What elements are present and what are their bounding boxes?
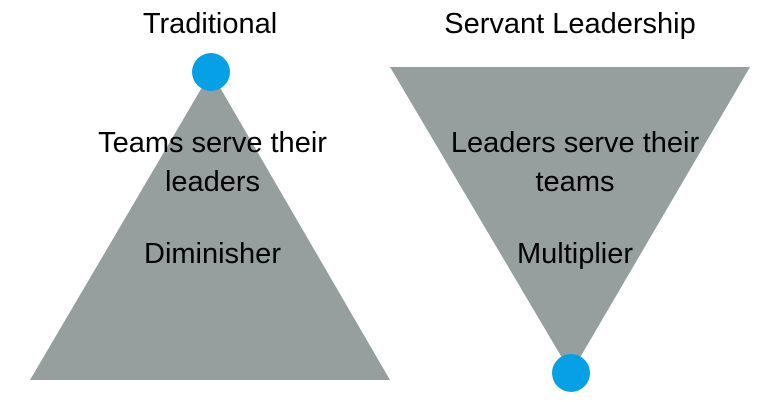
traditional-statement: Teams serve their leaders — [40, 124, 385, 202]
traditional-label: Diminisher — [144, 238, 281, 270]
servant-statement-line1: Leaders serve their — [450, 127, 700, 159]
traditional-top-dot — [192, 53, 230, 91]
servant-title: Servant Leadership — [444, 8, 696, 40]
traditional-title: Traditional — [142, 8, 278, 40]
traditional-statement-line1: Teams serve their — [98, 127, 327, 159]
traditional-statement-line2: leaders — [164, 166, 261, 198]
servant-statement: Leaders serve their teams — [400, 124, 750, 202]
traditional-pyramid — [30, 72, 390, 380]
servant-inverted-pyramid — [390, 67, 750, 373]
servant-statement-line2: teams — [535, 166, 615, 198]
servant-bottom-dot — [552, 354, 590, 392]
servant-label: Multiplier — [516, 238, 634, 270]
